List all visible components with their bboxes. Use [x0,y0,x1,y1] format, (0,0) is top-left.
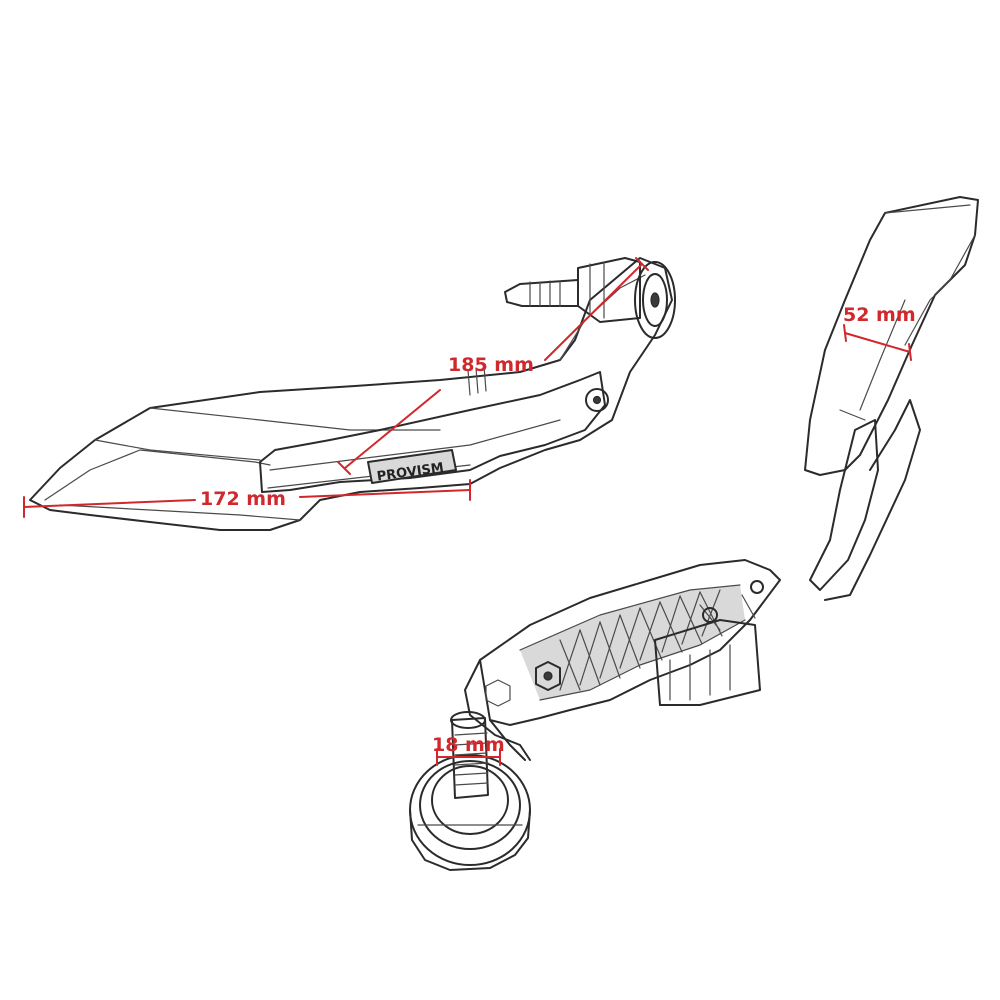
dimension-diagonal-line [344,389,441,469]
dimension-mount-label: 18 mm [432,734,505,756]
right-lever-guard [409,196,979,871]
left-lever-guard: PROVISM [29,257,676,531]
dimension-width-line [844,332,911,353]
dimension-overall: 172 mm [23,479,471,518]
dimension-overall-line [23,499,196,508]
dimension-mount: 18 mm [432,734,505,766]
dimension-width-label: 52 mm [843,304,916,326]
dimension-diagonal-label: 185 mm [448,354,534,376]
dimension-diagonal: 185 mm [337,257,649,475]
dimension-annotations: 185 mm 172 mm 52 mm 18 mm [23,257,916,766]
dimension-width: 52 mm [843,304,916,361]
dimension-overall-label: 172 mm [200,488,286,510]
